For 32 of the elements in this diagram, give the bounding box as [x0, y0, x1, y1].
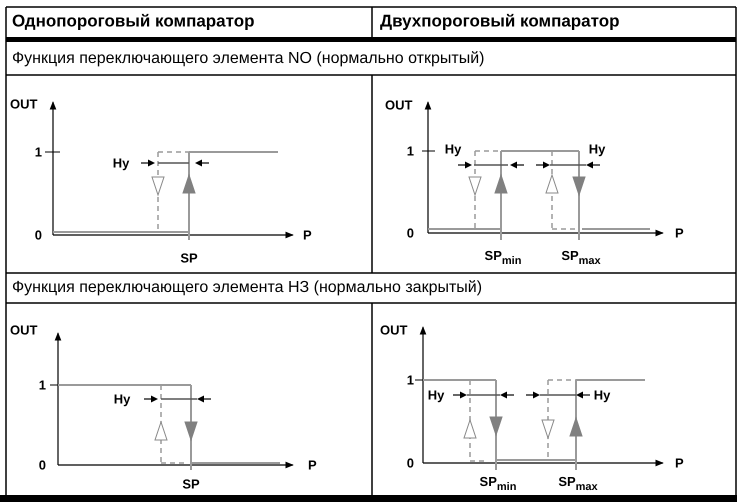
axis-label: P [675, 456, 684, 470]
setpoint-label: SP [180, 252, 198, 264]
hysteresis-label: Hy [112, 156, 130, 170]
axis-label: P [303, 228, 312, 242]
tick-label: 0 [34, 228, 42, 242]
setpoint-label: SP [182, 478, 200, 490]
column-header: Однопороговый компаратор [12, 12, 254, 30]
column-header: Двухпороговый компаратор [380, 12, 620, 30]
row-heading: Функция переключающего элемента НЗ (нормально закрытый) [12, 280, 482, 296]
setpoint-label: SP$_{max}$ [558, 475, 598, 493]
hysteresis-label: Hy [444, 142, 462, 156]
axis-label: OUT [10, 98, 38, 110]
axis-label: P [675, 226, 684, 240]
row-heading: Функция переключающего элемента NO (нормально открытый) [12, 51, 484, 67]
setpoint-label: SP$_{min}$ [484, 249, 522, 267]
tick-label: 1 [34, 146, 42, 158]
tick-label: 1 [406, 144, 414, 158]
setpoint-label: SP$_{min}$ [480, 475, 516, 493]
setpoint-label: SP$_{max}$ [561, 249, 601, 267]
axis-label: OUT [385, 98, 412, 112]
hysteresis-label: Hy [588, 142, 606, 156]
hysteresis-label: Hy [594, 388, 610, 402]
hysteresis-label: Hy [114, 392, 130, 406]
tick-label: 0 [406, 456, 414, 470]
hysteresis-label: Hy [428, 388, 444, 402]
tick-label: 1 [38, 378, 46, 392]
tick-label: 0 [406, 226, 414, 240]
axis-label: OUT [380, 324, 408, 336]
tick-label: 1 [406, 374, 414, 386]
axis-label: OUT [10, 324, 38, 336]
tick-label: 0 [38, 458, 46, 472]
axis-label: P [308, 458, 317, 472]
